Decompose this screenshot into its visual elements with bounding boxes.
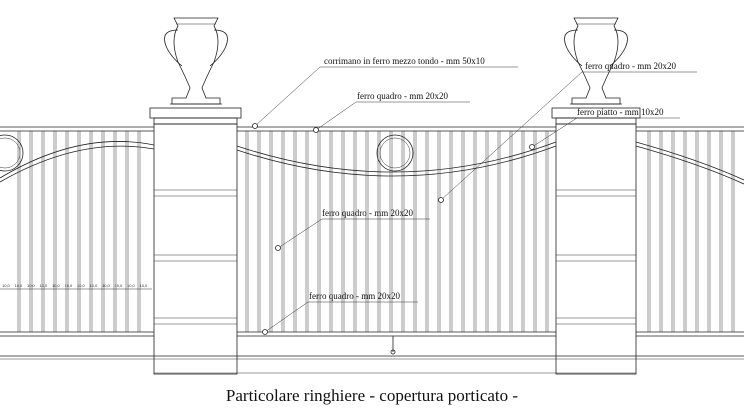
urn-handle bbox=[209, 29, 228, 67]
leader-dot bbox=[313, 127, 319, 133]
dimension-label: 10,0 bbox=[2, 283, 11, 288]
decorative-ring bbox=[379, 137, 411, 169]
dimension-label: 10,0 bbox=[127, 283, 136, 288]
dimension-label: 10,0 bbox=[27, 283, 36, 288]
pillar-body bbox=[555, 123, 637, 375]
urn-handle bbox=[564, 29, 583, 67]
leader-dot bbox=[275, 245, 281, 251]
dimension-label: 10,0 bbox=[102, 283, 111, 288]
swag-right bbox=[635, 141, 744, 181]
leader-dot bbox=[262, 329, 268, 335]
dimension-label: 10,0 bbox=[140, 283, 149, 288]
railing-elevation bbox=[0, 17, 744, 375]
urn-vase bbox=[564, 17, 628, 105]
dimension-label: 10,0 bbox=[90, 283, 99, 288]
stone-pillar bbox=[149, 107, 242, 375]
swag-center bbox=[236, 145, 557, 177]
stone-pillar bbox=[551, 107, 641, 375]
urn-vase bbox=[164, 17, 228, 105]
pillar-cap bbox=[149, 107, 242, 119]
label-ferro-quadro-mid: ferro quadro - mm 20x20 bbox=[322, 208, 413, 218]
leader-line bbox=[440, 71, 583, 201]
label-ferro-piatto: ferro piatto - mm 10x20 bbox=[577, 107, 664, 117]
urn-body bbox=[171, 17, 221, 105]
leader-ferro-quadro-mid bbox=[275, 218, 430, 251]
label-ferro-quadro-right: ferro quadro - mm 20x20 bbox=[585, 61, 676, 71]
dimension-label: 10,0 bbox=[52, 283, 61, 288]
leader-ferro-quadro-right bbox=[438, 71, 697, 203]
dimension-label: 10,0 bbox=[115, 283, 124, 288]
leader-line bbox=[277, 218, 323, 249]
label-ferro-quadro-top: ferro quadro - mm 20x20 bbox=[357, 91, 448, 101]
pillar-cap bbox=[555, 117, 637, 125]
gate-pin-end bbox=[390, 349, 396, 355]
dimension-label: 10,0 bbox=[77, 283, 86, 288]
leader-dot bbox=[438, 197, 444, 203]
leader-corrimano bbox=[252, 66, 518, 129]
swag-right bbox=[635, 145, 744, 185]
leader-ferro-quadro-low bbox=[262, 301, 418, 335]
dimension-label: 10,0 bbox=[15, 283, 24, 288]
swag-center bbox=[236, 141, 557, 173]
label-corrimano: corrimano in ferro mezzo tondo - mm 50x1… bbox=[324, 56, 485, 66]
leader-line bbox=[254, 66, 321, 127]
drawing-caption: Particolare ringhiere - copertura portic… bbox=[226, 386, 519, 405]
swag-left bbox=[0, 141, 155, 179]
leader-line bbox=[315, 101, 357, 131]
leader-line bbox=[531, 117, 578, 148]
dimension-label: 10,0 bbox=[40, 283, 49, 288]
leader-ferro-piatto bbox=[529, 117, 680, 150]
decorative-ring bbox=[0, 134, 24, 172]
swag-left bbox=[0, 145, 155, 183]
pillar-cap bbox=[153, 117, 238, 125]
decorative-ring bbox=[0, 137, 21, 169]
leader-dot bbox=[252, 123, 258, 129]
leader-line bbox=[264, 301, 309, 333]
dimension-label: 10,0 bbox=[65, 283, 74, 288]
urn-handle bbox=[609, 29, 628, 67]
leader-dot bbox=[529, 144, 535, 150]
urn-handle bbox=[164, 29, 183, 67]
pillar-body bbox=[153, 123, 238, 375]
leader-ferro-quadro-top bbox=[313, 101, 470, 133]
label-ferro-quadro-low: ferro quadro - mm 20x20 bbox=[309, 291, 400, 301]
decorative-ring bbox=[376, 134, 414, 172]
